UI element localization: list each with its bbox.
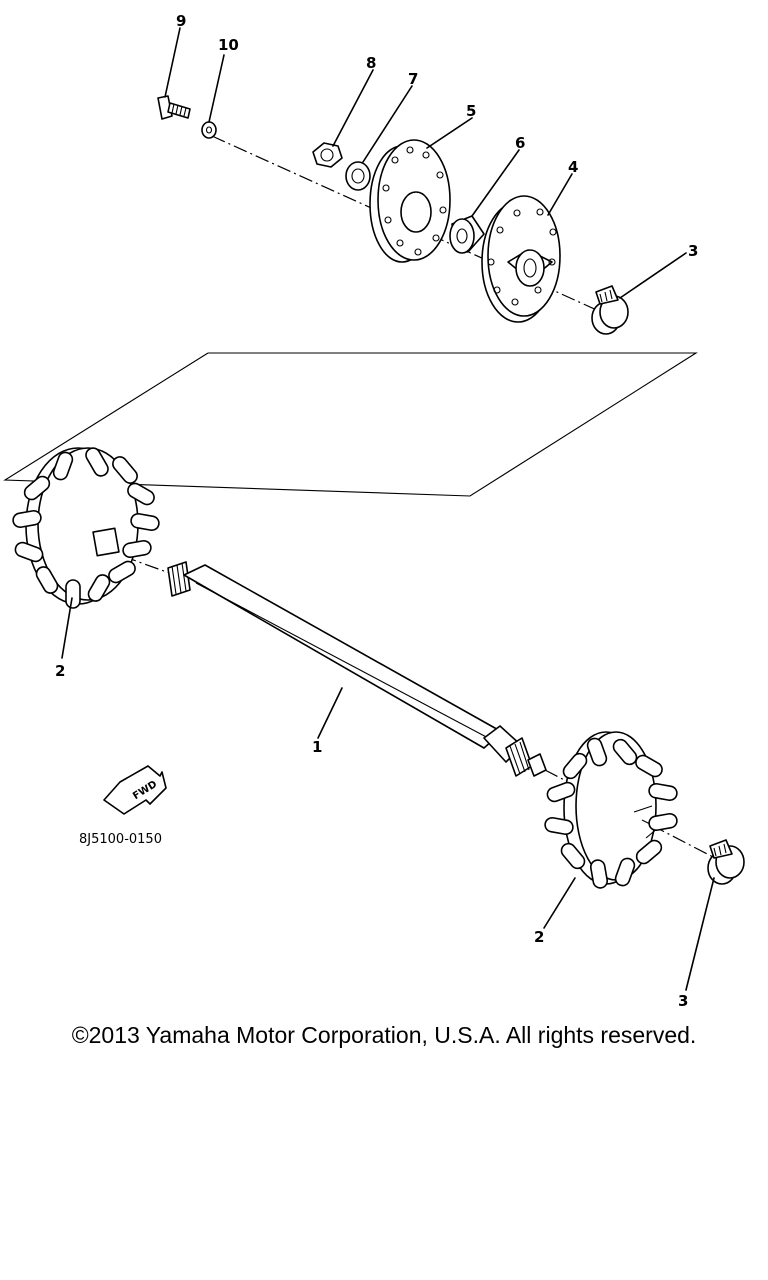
part-3-clamp-bottom [707,839,745,885]
callout-5: 5 [466,102,476,120]
copyright-notice: ©2013 Yamaha Motor Corporation, U.S.A. A… [71,1022,697,1048]
part-2-sprocket-left [12,447,160,609]
callout-8: 8 [366,54,376,72]
callout-2-left: 2 [55,662,65,680]
part-9-bolt [157,95,191,120]
leader-lines [61,27,715,991]
callout-6: 6 [515,134,525,152]
part-4-flange-plate [481,195,561,323]
diagram-code: 8J5100-0150 [79,832,162,847]
callout-10: 10 [218,36,239,54]
part-7-washer [345,161,371,191]
part-2-sprocket-right [544,731,678,889]
callout-9: 9 [176,12,186,30]
callout-3-top: 3 [688,242,698,260]
callout-3-bottom: 3 [678,992,688,1010]
callout-7: 7 [408,70,418,88]
part-10-washer [201,121,217,139]
part-3-clamp-top [591,285,629,335]
callout-4: 4 [568,158,578,176]
part-8-nut [312,142,343,168]
callout-1: 1 [312,738,322,756]
fwd-arrow-icon: FWD [103,765,167,815]
part-5-hub-plate [369,139,451,263]
part-6-bearing [449,215,485,254]
part-1-shaft [167,561,547,777]
exploded-parts-diagram: FWD 9 10 8 7 5 6 4 3 2 1 2 3 8J5100-0150 [3,12,745,1010]
callout-2-right: 2 [534,928,544,946]
assembly-outline [3,352,698,497]
